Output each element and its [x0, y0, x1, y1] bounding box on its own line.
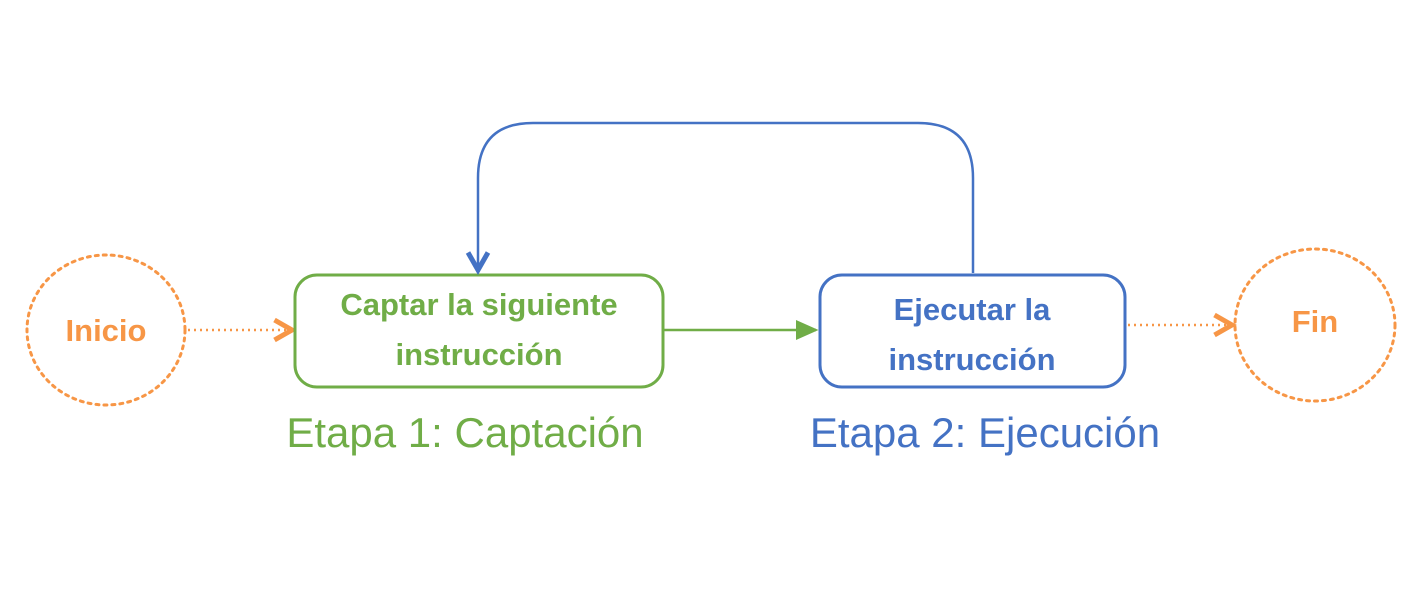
start-label: Inicio [66, 313, 147, 348]
execute-box: Ejecutar la instrucción [818, 273, 1127, 389]
fetch-box: Captar la siguiente instrucción [293, 273, 665, 389]
fetch-line2: instrucción [395, 337, 562, 372]
execute-stage-label: Etapa 2: Ejecución [810, 409, 1160, 456]
fetch-line1: Captar la siguiente [340, 287, 617, 322]
execute-line2: instrucción [888, 342, 1055, 377]
end-label: Fin [1292, 304, 1339, 339]
loop-back-arrow [478, 121, 975, 273]
start-node: Inicio [25, 253, 187, 407]
fetch-stage-label: Etapa 1: Captación [286, 409, 643, 456]
end-node: Fin [1233, 247, 1397, 403]
execute-line1: Ejecutar la [894, 292, 1052, 327]
